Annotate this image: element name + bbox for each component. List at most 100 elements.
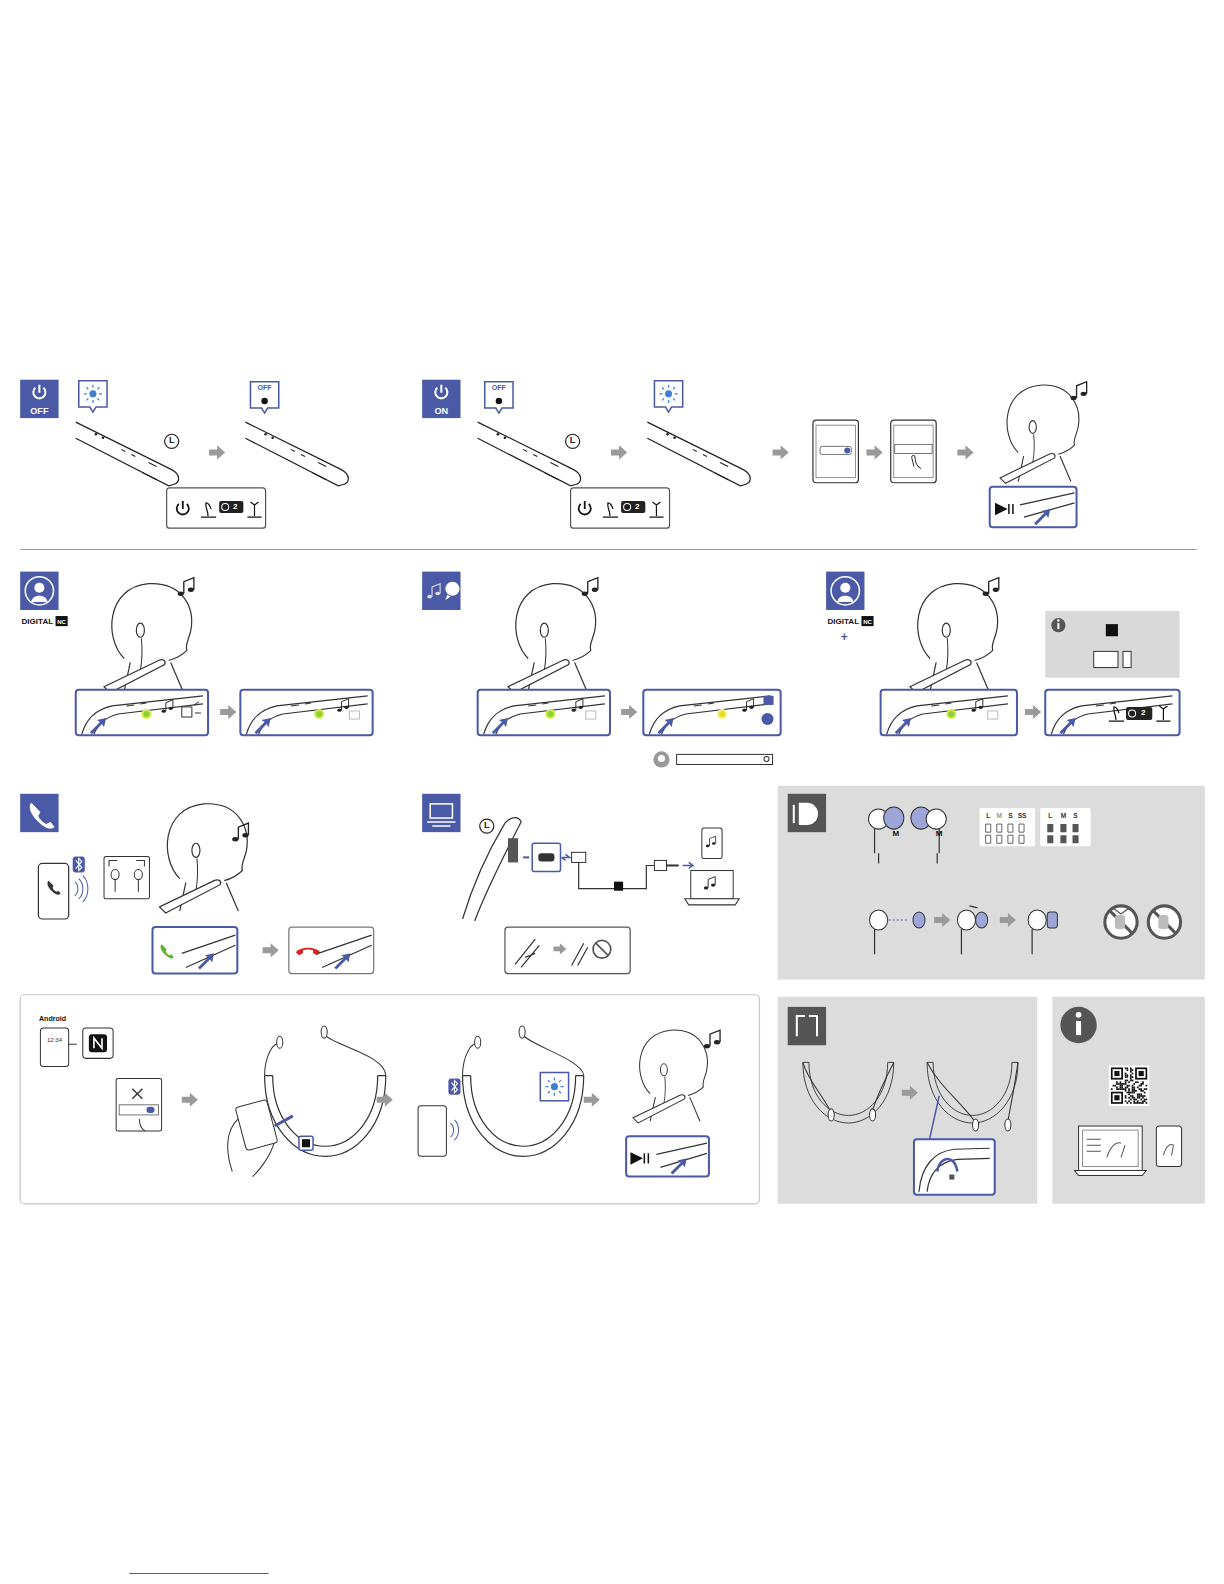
illustration-part xyxy=(546,710,554,718)
illustration-part xyxy=(624,503,631,510)
illustration-part xyxy=(875,828,879,863)
illustration-part xyxy=(1079,1126,1143,1170)
indicator-bubble: OFF xyxy=(485,382,513,396)
illustration-part xyxy=(289,927,374,973)
qr-cell xyxy=(1142,1097,1144,1099)
qr-cell xyxy=(1139,1088,1141,1090)
size-chart-label: L xyxy=(1048,813,1052,820)
illustration-part xyxy=(1083,1130,1139,1166)
illustration-part xyxy=(132,1089,142,1099)
illustration-part xyxy=(927,1062,1018,1123)
illustration-part xyxy=(764,756,769,761)
plus-sign: + xyxy=(841,631,848,643)
qr-cell xyxy=(1126,1076,1128,1078)
illustration-part xyxy=(318,935,372,967)
qr-cell xyxy=(1140,1083,1142,1085)
qr-cell xyxy=(1130,1071,1132,1073)
qr-cell xyxy=(1125,1083,1127,1085)
illustration-part xyxy=(152,927,237,973)
qr-cell xyxy=(1125,1100,1127,1102)
illustration-part xyxy=(972,699,983,712)
qr-cell xyxy=(1132,1087,1134,1089)
qr-cell xyxy=(1130,1076,1132,1078)
illustration-part xyxy=(111,870,119,880)
illustration-part xyxy=(1115,915,1125,929)
illustration-part xyxy=(161,944,174,958)
qr-cell xyxy=(1128,1090,1130,1092)
qr-cell xyxy=(1137,1069,1146,1078)
illustration-part xyxy=(702,828,722,858)
qr-cell xyxy=(1135,1099,1137,1101)
illustration-part xyxy=(704,1030,720,1048)
illustration-part xyxy=(177,501,189,515)
illustration-part xyxy=(505,927,630,973)
illustration-part xyxy=(485,382,513,413)
illustration-part xyxy=(826,572,864,610)
illustration-part xyxy=(887,696,1008,734)
qr-cell xyxy=(1133,1087,1135,1089)
illustration-part xyxy=(178,578,194,596)
illustration-part xyxy=(778,997,1038,1204)
illustration-part xyxy=(116,1079,161,1132)
qr-cell xyxy=(1113,1085,1115,1087)
illustration-part xyxy=(76,422,179,486)
illustration-part xyxy=(302,1139,310,1147)
illustration-part xyxy=(889,920,907,921)
qr-cell xyxy=(1142,1095,1144,1097)
illustration-part xyxy=(820,446,851,454)
illustration-part xyxy=(1040,808,1090,846)
illustration-part xyxy=(40,1028,68,1066)
qr-cell xyxy=(1133,1090,1135,1092)
illustration-part xyxy=(79,381,107,412)
illustration-part xyxy=(75,876,88,902)
illustration-part xyxy=(572,852,586,862)
qr-cell xyxy=(1135,1067,1147,1079)
illustration-part xyxy=(973,1119,979,1131)
illustration-part xyxy=(321,1026,327,1038)
illustration-part xyxy=(25,577,53,605)
qr-cell xyxy=(1130,1102,1132,1104)
illustration-part xyxy=(571,488,670,528)
illustration-part xyxy=(247,502,261,517)
qr-cell xyxy=(1128,1097,1130,1099)
os-name: Android xyxy=(39,1015,66,1022)
illustration-part xyxy=(611,445,627,459)
illustration-part xyxy=(56,616,68,626)
illustration-part xyxy=(647,422,750,486)
illustration-part xyxy=(445,595,450,600)
qr-cell xyxy=(1139,1095,1141,1097)
illustration-part xyxy=(1051,696,1172,734)
illustration-part xyxy=(1156,1126,1181,1166)
illustration-part xyxy=(76,690,208,735)
qr-cell xyxy=(1125,1088,1127,1090)
qr-cell xyxy=(1128,1088,1130,1090)
illustration-part xyxy=(1129,710,1136,717)
illustration-part xyxy=(996,504,1013,514)
illustration-part xyxy=(803,1062,894,1110)
illustration-part xyxy=(895,444,932,453)
illustration-part xyxy=(1113,908,1129,914)
illustration-part xyxy=(508,838,518,862)
illustration-part xyxy=(1076,1012,1082,1018)
illustration-part xyxy=(763,696,773,705)
illustration-part xyxy=(475,1036,481,1048)
illustration-part xyxy=(1123,651,1131,667)
illustration-part xyxy=(553,943,566,954)
illustration-part xyxy=(277,1036,283,1048)
illustration-part xyxy=(463,818,522,921)
illustration-part xyxy=(146,1107,154,1113)
illustration-part xyxy=(1000,913,1016,927)
qr-cell xyxy=(1116,1087,1118,1089)
qr-cell xyxy=(1120,1088,1122,1090)
qr-cell xyxy=(1144,1092,1146,1094)
qr-cell xyxy=(1139,1071,1144,1076)
illustration-part xyxy=(957,445,973,459)
illustration-part xyxy=(1076,1021,1081,1035)
illustration-part xyxy=(927,1062,1018,1121)
illustration-part xyxy=(653,751,669,767)
illustration-part xyxy=(572,699,583,712)
qr-cell xyxy=(1139,1085,1141,1087)
illustration-part xyxy=(961,906,977,954)
qr-cell xyxy=(1121,1085,1123,1087)
